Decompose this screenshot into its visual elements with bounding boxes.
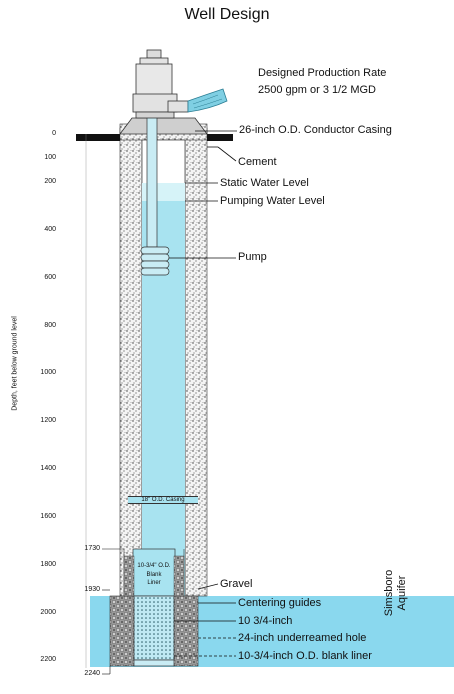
centering-guides-label: Centering guides	[238, 597, 322, 609]
depth-tick-600: 600	[44, 274, 56, 281]
production-rate-value: 2500 gpm or 3 1/2 MGD	[258, 84, 377, 96]
cement-label: Cement	[238, 156, 277, 168]
ground-surface-right	[207, 134, 233, 141]
gravel-pack-upper-right	[173, 555, 185, 597]
casing-label: 18" O.D. Casing	[128, 496, 198, 504]
static-water-level-label: Static Water Level	[220, 177, 309, 189]
production-rate-label: Designed Production Rate	[258, 67, 387, 79]
depth-mark-1730: 1730	[84, 545, 100, 552]
pump-label: Pump	[238, 251, 267, 263]
depth-tick-200: 200	[44, 178, 56, 185]
discharge	[167, 88, 228, 113]
depth-tick-400: 400	[44, 226, 56, 233]
conductor-casing-label: 26-inch O.D. Conductor Casing	[239, 124, 392, 136]
aquifer-label: Simsboro Aquifer	[383, 543, 409, 643]
depth-tick-0: 0	[52, 130, 56, 137]
depth-tick-2200: 2200	[40, 656, 56, 663]
depth-axis-label: Depth, feet below ground level	[11, 316, 19, 411]
conductor-cone	[119, 117, 208, 135]
well-head	[132, 49, 178, 119]
underreamed-hole-label: 24-inch underreamed hole	[238, 632, 367, 644]
depth-tick-1600: 1600	[40, 513, 56, 520]
depth-tick-100: 100	[44, 154, 56, 161]
aquifer-label-2: Aquifer	[396, 575, 408, 611]
depth-tick-1000: 1000	[40, 369, 56, 376]
pumping-water-level-label: Pumping Water Level	[220, 195, 325, 207]
depth-tick-1200: 1200	[40, 417, 56, 424]
liner-label-2: Blank	[146, 572, 162, 578]
gravel-pack-left	[109, 595, 135, 667]
liner-label-3: Liner	[147, 580, 161, 586]
depth-mark-2240: 2240	[84, 670, 100, 677]
depth-tick-2000: 2000	[40, 609, 56, 616]
pump-column	[146, 111, 158, 248]
liner-label-1: 10-3/4" O.D.	[137, 563, 171, 569]
gravel-pack-right	[173, 595, 199, 667]
depth-tick-800: 800	[44, 322, 56, 329]
well-screen	[133, 595, 175, 661]
blank-liner-label: 10-3/4-inch O.D. blank liner	[238, 650, 372, 662]
screen-label: 10 3/4-inch	[238, 615, 293, 627]
blank-liner-bottom	[133, 659, 175, 667]
depth-mark-1930: 1930	[84, 586, 100, 593]
pump-bowls	[140, 246, 170, 276]
depth-tick-1400: 1400	[40, 465, 56, 472]
ground-surface-left	[76, 134, 120, 141]
aquifer-label-1: Simsboro	[383, 569, 395, 617]
gravel-label: Gravel	[220, 578, 253, 590]
depth-tick-1800: 1800	[40, 561, 56, 568]
leader-lines	[169, 130, 237, 657]
gravel-pack-upper-left	[123, 555, 135, 597]
page-title: Well Design	[184, 6, 270, 23]
